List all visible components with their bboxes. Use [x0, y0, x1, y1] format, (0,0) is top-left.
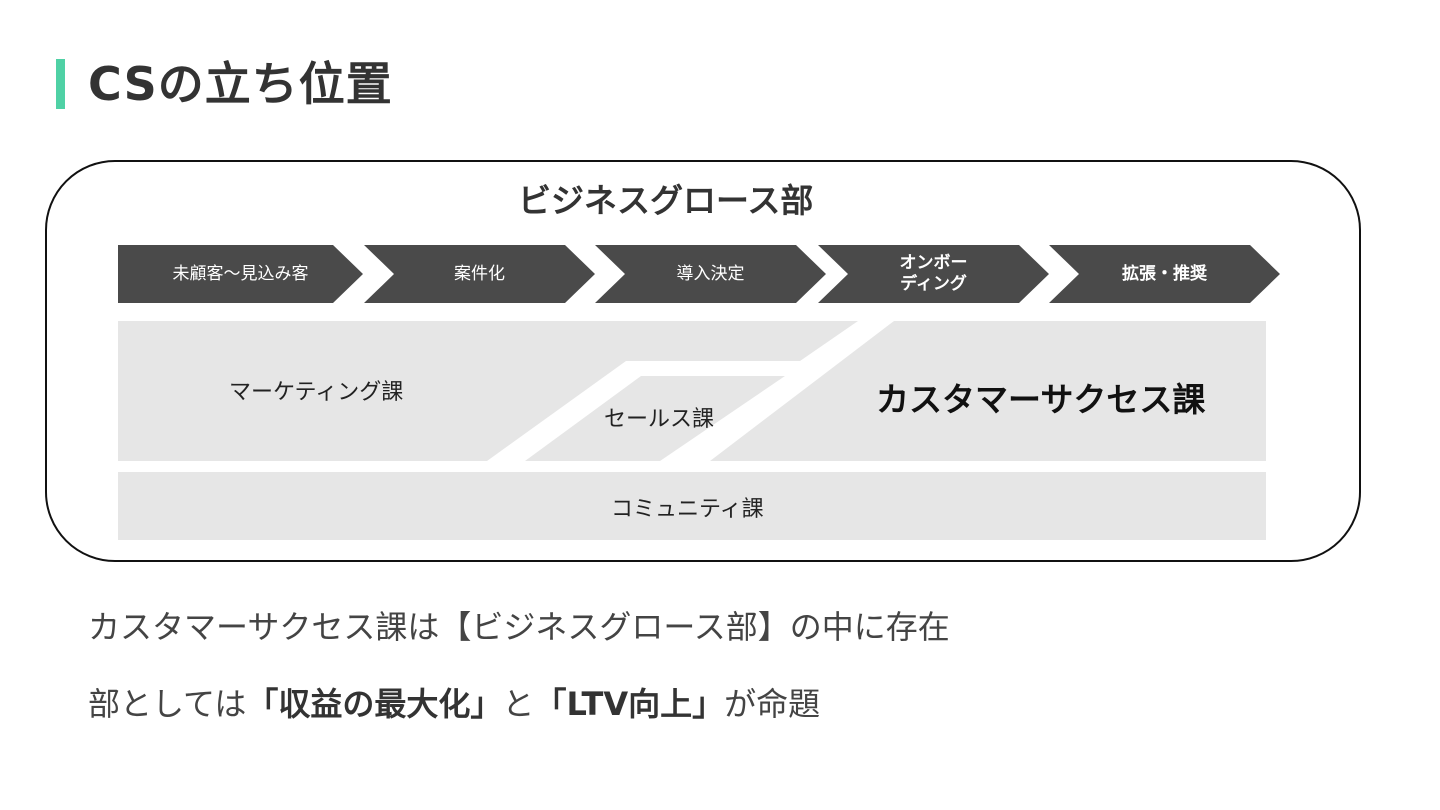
- ltv-highlight: 「LTV向上」: [534, 685, 725, 723]
- page-title: CSの立ち位置: [88, 57, 393, 111]
- sales-label: セールス課: [604, 407, 715, 432]
- stage-arrow-2: [364, 245, 595, 303]
- customer-success-label: カスタマーサクセス課: [876, 380, 1206, 419]
- revenue-maximization-highlight: 「収益の最大化」: [246, 685, 503, 723]
- stage-arrow-1: [118, 245, 363, 303]
- stage-arrow-4: [818, 245, 1049, 303]
- title-accent-bar: [56, 59, 65, 109]
- line2-connector: と: [502, 685, 535, 723]
- stage-label-5: 拡張・推奨: [1122, 263, 1207, 284]
- stage-label-2: 案件化: [454, 263, 505, 284]
- customer-success-area: [710, 321, 1266, 461]
- marketing-area: [118, 321, 858, 461]
- community-label: コミュニティ課: [611, 497, 764, 522]
- department-title: ビジネスグロース部: [518, 181, 814, 220]
- stage-label-1: 未顧客〜見込み客: [172, 263, 309, 284]
- marketing-label: マーケティング課: [229, 380, 404, 405]
- sales-area: [525, 376, 785, 461]
- stage-arrow-3: [595, 245, 826, 303]
- stage-label-3: 導入決定: [676, 263, 745, 284]
- line2-suffix: が命題: [724, 685, 821, 723]
- stage-label-4: オンボー ディング: [899, 253, 968, 294]
- description-line-1: カスタマーサクセス課は【ビジネスグロース部】の中に存在: [88, 608, 950, 646]
- community-area: [118, 472, 1266, 540]
- description-line-2: 部としては「収益の最大化」と「LTV向上」が命題: [88, 682, 820, 726]
- line2-prefix: 部としては: [88, 685, 247, 723]
- department-frame: [45, 160, 1361, 562]
- stage-arrow-5: [1049, 245, 1280, 303]
